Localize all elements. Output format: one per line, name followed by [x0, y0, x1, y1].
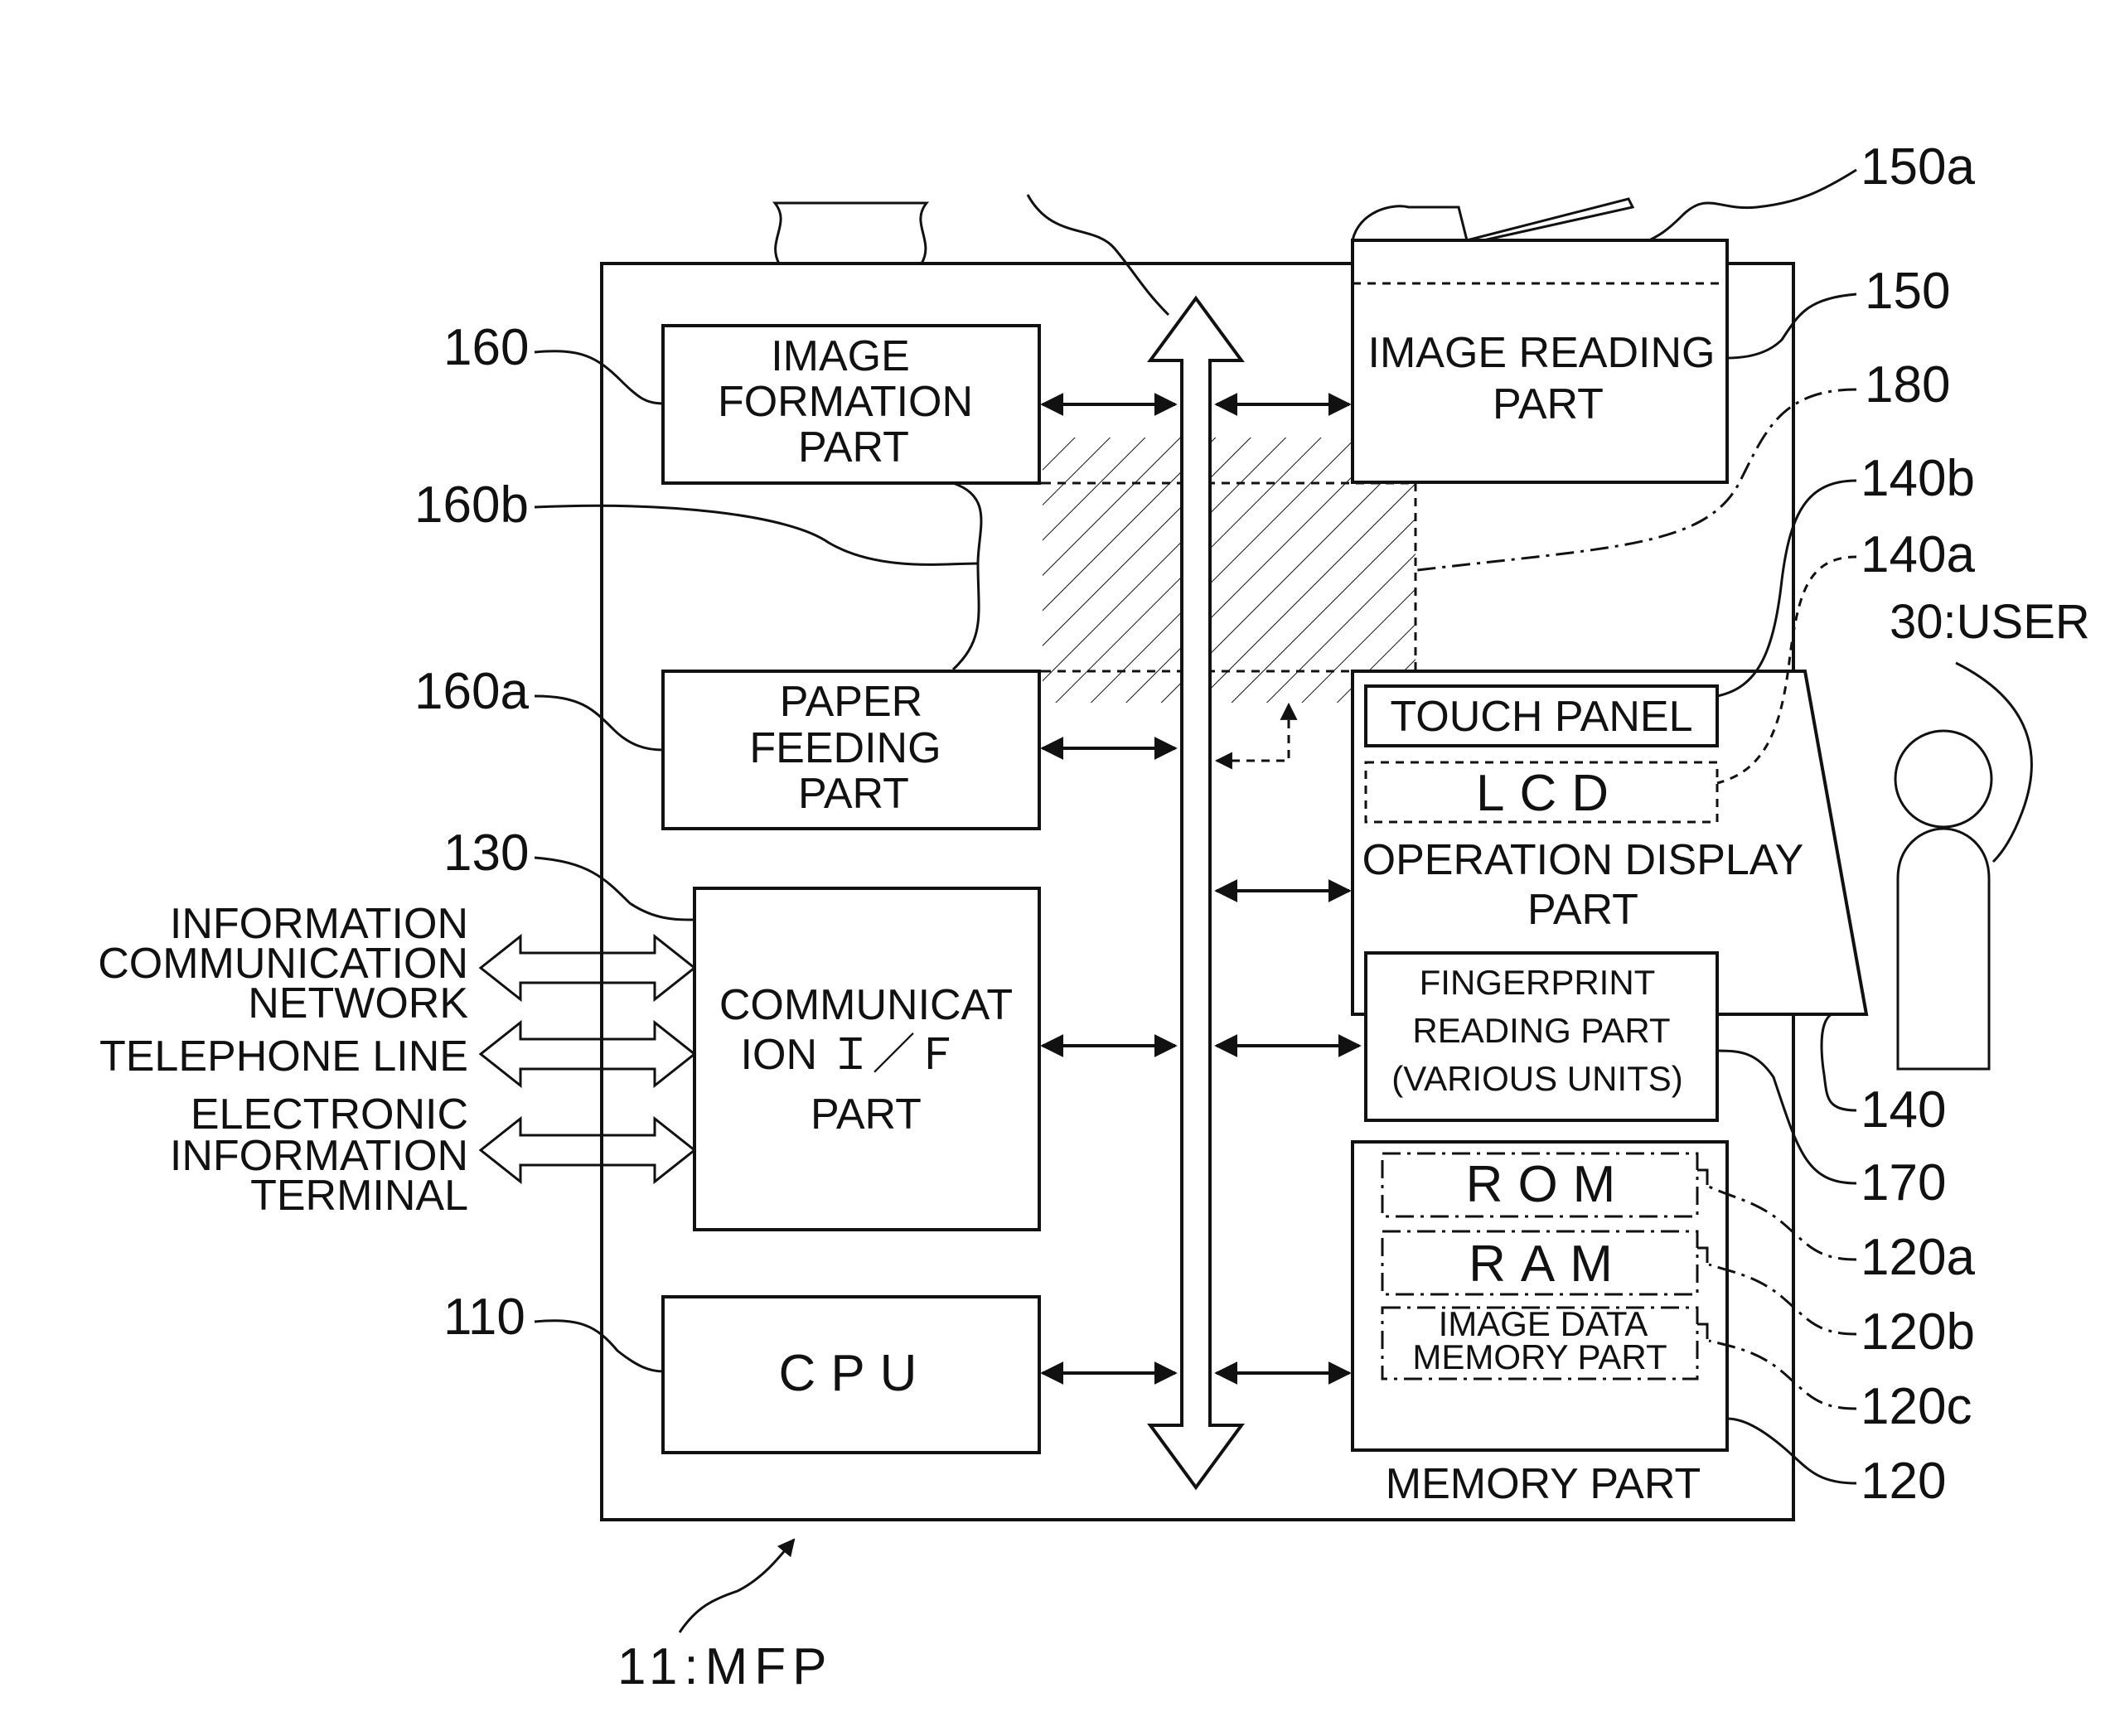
fingerprint-reading-part: FINGERPRINT READING PART (VARIOUS UNITS) [1366, 953, 1717, 1120]
communication-if-part: COMMUNICAT ION Ｉ／Ｆ PART [694, 888, 1039, 1230]
telephone-label: TELEPHONE LINE [99, 1032, 468, 1081]
ref-130: 130 [443, 824, 529, 882]
operation-display-line2: PART [1527, 886, 1638, 934]
ref-160b: 160b [414, 476, 529, 534]
ref-140a: 140a [1861, 526, 1975, 583]
fingerprint-line1: FINGERPRINT [1420, 963, 1656, 1002]
image-reading-line1: IMAGE READING [1368, 329, 1716, 377]
memory-part-label: MEMORY PART [1386, 1460, 1701, 1508]
ref-160: 160 [443, 319, 529, 376]
ref-180: 180 [1865, 356, 1950, 413]
paper-feeding-line2: FEEDING [749, 724, 941, 772]
rom-label: ROM [1466, 1156, 1631, 1213]
image-formation-line1: IMAGE [771, 332, 910, 380]
paper-sheet-icon [775, 203, 927, 264]
ref-160a: 160a [414, 663, 529, 720]
touch-panel-label: TOUCH PANEL [1390, 693, 1692, 741]
image-formation-line2: FORMATION [718, 378, 973, 426]
network-line3: NETWORK [248, 979, 468, 1028]
ref-120b: 120b [1861, 1303, 1975, 1361]
ref-120c: 120c [1861, 1378, 1972, 1435]
fingerprint-line2: READING PART [1412, 1011, 1670, 1050]
image-data-line2: MEMORY PART [1412, 1337, 1667, 1376]
user-label: 30:USER [1890, 595, 2090, 649]
paper-feeding-part: PAPER FEEDING PART [663, 671, 1043, 829]
image-reading-part: IMAGE READING PART [1353, 199, 1727, 482]
terminal-line3: TERMINAL [250, 1172, 468, 1220]
ref-150: 150 [1865, 263, 1950, 320]
user-icon [1895, 663, 2031, 1069]
ref-120: 120 [1861, 1453, 1946, 1510]
comm-if-line1: COMMUNICAT [719, 981, 1013, 1029]
image-formation-line3: PART [798, 423, 909, 471]
mfp-label: 11:MFP [617, 1638, 833, 1695]
ref-140b: 140b [1861, 450, 1975, 507]
image-formation-part: IMAGE FORMATION PART [663, 326, 1039, 483]
paper-feeding-line3: PART [798, 770, 909, 818]
operation-display-line1: OPERATION DISPLAY [1362, 836, 1804, 884]
cpu-label: CPU [779, 1345, 932, 1402]
comm-if-line3: PART [811, 1090, 922, 1139]
ref-120a: 120a [1861, 1229, 1975, 1286]
ref-150a: 150a [1861, 138, 1975, 196]
cpu-block: CPU [663, 1297, 1039, 1453]
ref-170: 170 [1861, 1154, 1946, 1211]
ram-label: RAM [1469, 1236, 1628, 1293]
lcd-label: LCD [1476, 765, 1624, 822]
ref-110: 110 [443, 1289, 525, 1346]
comm-if-line2: ION Ｉ／Ｆ [741, 1031, 959, 1079]
image-reading-line2: PART [1493, 380, 1604, 428]
fingerprint-line3: (VARIOUS UNITS) [1391, 1059, 1683, 1098]
paper-feeding-line1: PAPER [780, 678, 922, 726]
ref-140: 140 [1861, 1081, 1946, 1139]
